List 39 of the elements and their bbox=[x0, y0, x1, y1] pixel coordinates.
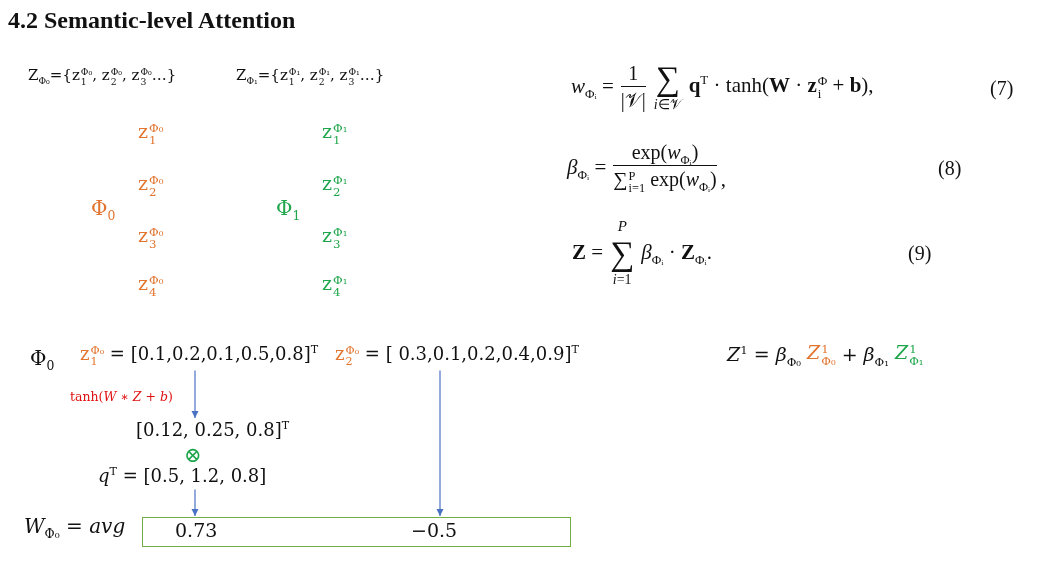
vector-expression: [0.12, 0.25, 0.8]$^{T}$ bbox=[136, 419, 290, 441]
equation-term: + β$_{Φ₁}$ bbox=[841, 343, 889, 366]
arrow bbox=[191, 369, 199, 419]
value-text: −0.5 bbox=[411, 520, 458, 541]
set-definition: Z$_{Φ₀}$={z$_{1}$$^{Φ₀}$, z$_{2}$$^{Φ₀}$, z$_{3}$$^{Φ₀}$…} bbox=[28, 66, 177, 86]
summation-lower-limit: i=1 bbox=[612, 271, 632, 288]
vector-equation: z$_{2}$$^{Φ₀}$ = [ 0.3,0.1,0.2,0.4,0.9]$^{T}$ bbox=[335, 343, 579, 368]
equation-term: β$_{Φᵢ}$ · Z$_{Φᵢ}$. bbox=[641, 240, 712, 266]
arrow bbox=[436, 369, 444, 517]
summation-sign: ∑ bbox=[655, 60, 680, 98]
metapath-symbol: Φ$_{0}$ bbox=[30, 346, 55, 370]
punctuation-mark: , bbox=[720, 167, 727, 193]
equation-lhs: w$_{Φᵢ}$ = bbox=[571, 73, 614, 99]
arrow bbox=[191, 489, 199, 517]
fraction-numerator: 1 bbox=[628, 61, 639, 84]
equation-number: (8) bbox=[938, 156, 962, 180]
vector-equation: z$_{1}$$^{Φ₀}$ = [0.1,0.2,0.1,0.5,0.8]$^{T}$ bbox=[80, 343, 319, 368]
metapath-symbol: Φ$_{0}$ bbox=[91, 196, 116, 220]
fraction-denominator: |𝒱| bbox=[620, 89, 646, 112]
summation-upper-limit: P bbox=[617, 218, 627, 235]
summation-sign: ∑ bbox=[610, 234, 635, 272]
set-definition: Z$_{Φ₁}$={z$_{1}$$^{Φ₁}$, z$_{2}$$^{Φ₁}$, z$_{3}$$^{Φ₁}$…} bbox=[236, 66, 385, 86]
equation-lhs: Z = bbox=[572, 240, 604, 266]
tensor-product-sign: ⊗ bbox=[184, 443, 202, 468]
fraction-denominator: ∑$_{i=1}$$^{P}$ exp(w$_{Φᵢ}$) bbox=[613, 168, 717, 195]
fraction-numerator: exp(w$_{Φᵢ}$) bbox=[631, 141, 699, 163]
equation-number: (9) bbox=[908, 241, 932, 265]
equation-lhs: β$_{Φᵢ}$ = bbox=[567, 155, 607, 181]
edge-label: tanh(W ∗ Z + b) bbox=[70, 389, 173, 404]
equation-number: (7) bbox=[990, 76, 1014, 100]
section-heading: 4.2 Semantic-level Attention bbox=[8, 6, 296, 35]
summation-lower-limit: i∈𝒱 bbox=[653, 97, 682, 113]
result-box bbox=[142, 517, 571, 547]
value-text: 0.73 bbox=[175, 520, 218, 541]
node-annotation: W$_{Φ₀}$ = avg bbox=[24, 514, 126, 538]
vector-equation: q$^{T}$ = [0.5, 1.2, 0.8] bbox=[98, 465, 267, 487]
metapath-symbol: Φ$_{1}$ bbox=[276, 196, 301, 220]
equation-term: Z$^{1}$ = β$_{Φ₀}$ bbox=[727, 343, 802, 366]
equation-term: q$^{T}$ · tanh(W · z$_{i}$$^{Φ}$ + b), bbox=[688, 72, 874, 101]
